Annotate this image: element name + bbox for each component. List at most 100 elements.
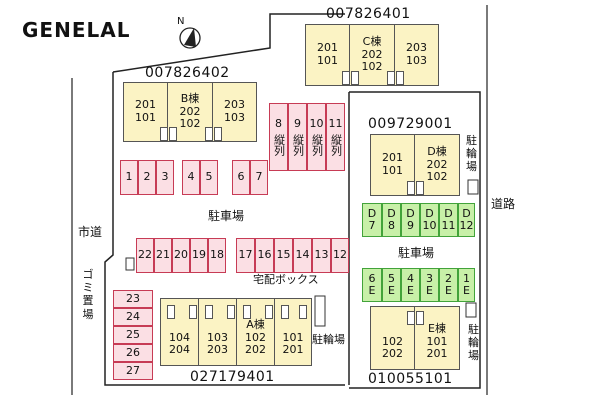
parking-space-suffix: E — [368, 284, 376, 297]
parking-lot-label: 駐車場 — [208, 209, 245, 223]
parking-space-4: 4 — [182, 160, 200, 195]
north-arrow-icon — [179, 27, 201, 49]
unit-b-2: B棟 202 102 — [168, 83, 213, 141]
unit-e-2: E棟 101 201 — [415, 307, 459, 369]
unit-a-1: 104 204 — [161, 299, 199, 365]
unit-a-1-lower: 204 — [169, 343, 190, 357]
door — [416, 311, 424, 325]
parking-space-suffix: E — [388, 284, 395, 297]
unit-b-3: 203 103 — [213, 83, 256, 141]
parking-space-label: 23 — [126, 291, 140, 305]
parking-space-label: 21 — [156, 248, 170, 262]
garbage-label: ゴミ置場 — [82, 268, 94, 321]
door — [281, 305, 289, 319]
building-e-code: 010055101 — [368, 371, 453, 387]
unit-e-2-lower: 201 — [426, 347, 448, 361]
parking-space-10: 10 縦列 — [307, 103, 326, 171]
parking-space-25: 25 — [113, 326, 153, 344]
unit-b-1-lower: 101 — [135, 111, 156, 124]
building-d-name: D棟 — [427, 145, 447, 159]
unit-d-1-upper: 201 — [382, 151, 403, 165]
parking-space-label: 15 — [276, 248, 291, 262]
unit-a-3-upper: 102 — [245, 330, 266, 344]
parking-space-label: 26 — [126, 345, 140, 359]
unit-d-1: 201 101 — [371, 135, 415, 195]
parking-space-prefix: D — [462, 206, 471, 220]
parking-space-label: 12 — [459, 219, 474, 232]
bike-parking-a-label: 駐輪場 — [312, 333, 345, 346]
unit-c-1: 201 101 — [306, 25, 350, 85]
unit-e-2-upper: 101 — [426, 334, 448, 348]
door — [167, 305, 175, 319]
unit-a-4-lower: 201 — [282, 343, 304, 357]
parking-space-12: 12 — [331, 238, 349, 273]
unit-c-1-upper: 201 — [317, 41, 338, 55]
unit-c-1-lower: 101 — [317, 54, 338, 67]
parking-space-suffix: E — [445, 284, 452, 297]
parking-space-label: 2 — [445, 271, 452, 285]
parking-space-prefix: D — [406, 206, 415, 220]
door — [265, 305, 273, 319]
parking-space-16: 16 — [255, 238, 274, 273]
parking-space-label: 1 — [463, 271, 470, 285]
building-a: 104 204 103 203 A棟 102 202 101 201 — [160, 298, 312, 366]
unit-e-1-upper: 102 — [382, 334, 403, 348]
bike-parking-d-label: 駐輪場 — [466, 134, 477, 174]
building-d-code: 009729001 — [368, 116, 453, 132]
parking-space-label: 18 — [210, 248, 224, 262]
unit-e-1-lower: 202 — [382, 347, 403, 361]
parking-space-label: 4 — [407, 271, 414, 285]
unit-a-3-lower: 202 — [245, 343, 266, 357]
building-b-code: 007826402 — [145, 65, 230, 81]
unit-c-2-lower: 102 — [361, 60, 383, 74]
unit-c-3-lower: 103 — [406, 54, 427, 67]
parking-space-19: 19 — [190, 238, 208, 273]
building-e: 102 202 E棟 101 201 — [370, 306, 460, 370]
building-a-name: A棟 — [246, 318, 265, 332]
right-lot-boundary — [349, 91, 481, 389]
unit-a-2-upper: 103 — [207, 330, 228, 344]
parking-space-label: 5 — [205, 170, 213, 184]
parking-space-label: 11 — [441, 219, 456, 232]
unit-c-2-upper: 202 — [361, 47, 383, 61]
delivery-box-label: 宅配ボックス — [253, 273, 319, 286]
city-road-label: 市道 — [78, 225, 103, 239]
building-d: 201 101 D棟 202 102 — [370, 134, 460, 196]
building-b-name: B棟 — [180, 92, 200, 106]
parking-space-suffix: E — [407, 284, 414, 297]
unit-d-2: D棟 202 102 — [415, 135, 459, 195]
unit-d-2-upper: 202 — [426, 157, 448, 171]
parking-space-note: 縦列 — [272, 133, 286, 156]
bike-box-a — [314, 295, 326, 327]
parking-space-suffix: E — [426, 284, 433, 297]
unit-a-4-upper: 101 — [282, 330, 304, 344]
parking-space-label: 14 — [295, 248, 310, 262]
unit-c-3: 203 103 — [395, 25, 438, 85]
parking-space-note: 縦列 — [310, 133, 324, 156]
parking-space-18: 18 — [208, 238, 226, 273]
parking-space-label: 19 — [192, 248, 206, 262]
unit-b-2-upper: 202 — [179, 104, 201, 118]
unit-b-3-upper: 203 — [224, 98, 245, 112]
parking-space-3: 3 — [156, 160, 174, 195]
door — [205, 305, 213, 319]
door — [396, 71, 404, 85]
compass-letter: N — [177, 16, 185, 27]
parking-space-17: 17 — [236, 238, 255, 273]
unit-c-2: C棟 202 102 — [350, 25, 395, 85]
unit-d-1-lower: 101 — [382, 164, 403, 177]
parking-space-note: 縦列 — [329, 133, 343, 156]
parking-space-label: 5 — [388, 271, 395, 285]
parking-space-label: 10 — [422, 219, 437, 232]
parking-space-prefix: D — [444, 206, 453, 220]
bike-box-e — [465, 302, 477, 318]
unit-a-2: 103 203 — [199, 299, 237, 365]
parking-space-21: 21 — [154, 238, 172, 273]
